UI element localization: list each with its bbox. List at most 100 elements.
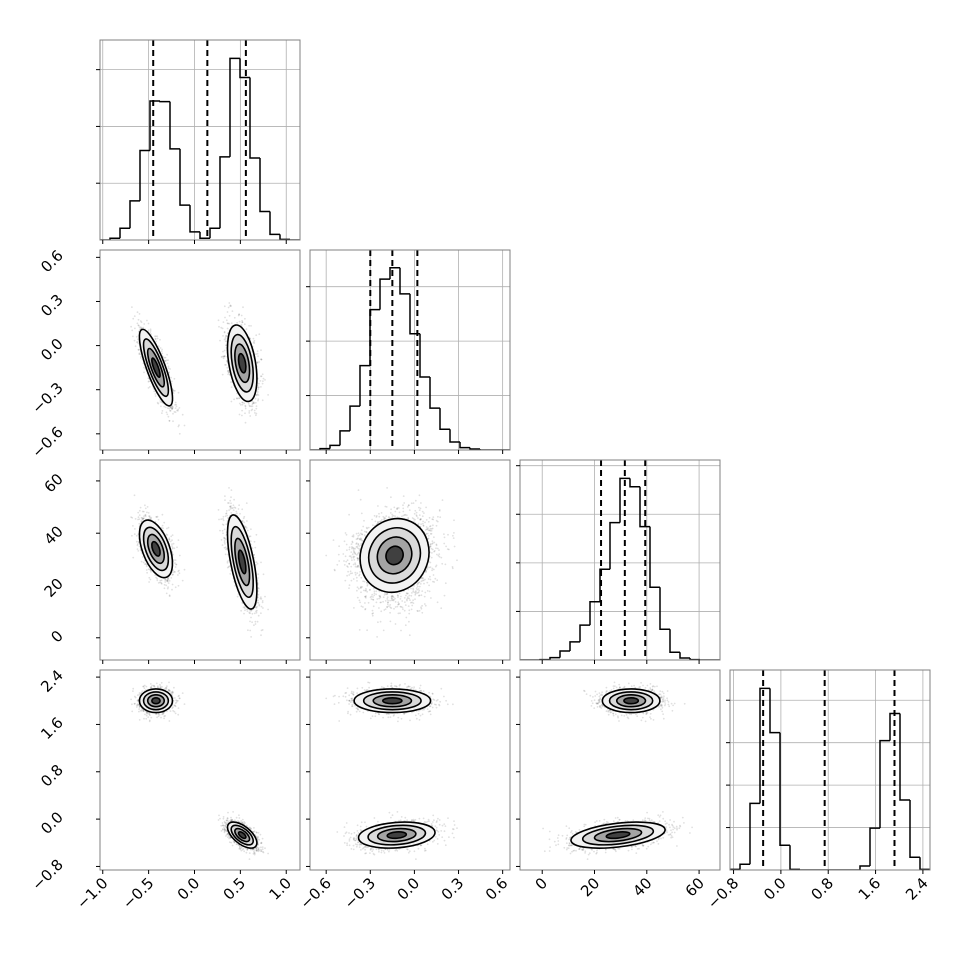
scatter-point: [255, 353, 257, 355]
scatter-point: [247, 402, 250, 405]
scatter-point: [160, 350, 163, 353]
scatter-point: [229, 304, 232, 307]
scatter-point: [229, 305, 232, 307]
scatter-point: [259, 380, 262, 382]
scatter-point: [174, 571, 176, 573]
scatter-point: [243, 323, 246, 326]
scatter-point: [150, 516, 153, 519]
scatter-point: [251, 405, 254, 408]
scatter-point: [137, 342, 140, 345]
histogram-bin: [369, 308, 380, 366]
histogram-bin: [439, 408, 450, 430]
scatter-point: [135, 341, 138, 344]
scatter-point: [160, 579, 163, 582]
scatter-point: [139, 353, 142, 356]
scatter-point: [241, 321, 244, 324]
contour-level: [237, 352, 247, 374]
scatter-point: [171, 406, 174, 409]
scatter-point: [172, 573, 175, 576]
histogram-bin: [389, 266, 400, 280]
scatter-point: [243, 402, 246, 405]
scatter-point: [257, 386, 260, 389]
scatter-point: [137, 338, 139, 341]
scatter-point: [138, 326, 141, 329]
scatter-point: [248, 324, 251, 327]
scatter-point: [256, 562, 259, 565]
scatter-point: [222, 515, 225, 518]
histogram-bin: [169, 101, 180, 150]
scatter-point: [146, 319, 148, 322]
scatter-point: [143, 366, 145, 369]
panel-1-0: −0.6−0.30.00.30.6: [28, 246, 301, 461]
scatter-point: [157, 582, 160, 584]
scatter-point: [220, 326, 223, 329]
scatter-point: [136, 543, 139, 545]
scatter-point: [178, 569, 180, 572]
y-tick-label: 0.6: [37, 246, 67, 276]
scatter-point: [168, 537, 171, 540]
scatter-point: [173, 390, 175, 392]
scatter-point: [254, 401, 257, 404]
scatter-point: [252, 401, 255, 404]
scatter-point: [140, 357, 142, 359]
scatter-point: [169, 409, 171, 412]
scatter-point: [226, 566, 229, 569]
scatter-point: [139, 326, 142, 329]
scatter-point: [154, 337, 157, 340]
panel-1-1: [306, 249, 511, 454]
scatter-point: [178, 407, 181, 409]
scatter-point: [172, 542, 175, 545]
scatter-point: [164, 581, 167, 583]
scatter-point: [160, 526, 163, 529]
scatter-point: [173, 377, 176, 380]
scatter-point: [260, 375, 262, 378]
scatter-point: [175, 405, 178, 408]
scatter-point: [223, 305, 226, 308]
scatter-point: [174, 389, 176, 392]
scatter-point: [155, 516, 158, 518]
scatter-point: [170, 577, 173, 579]
scatter-point: [177, 409, 179, 412]
scatter-point: [250, 409, 253, 412]
scatter-point: [131, 329, 134, 332]
scatter-point: [223, 349, 226, 352]
y-tick-label: 0.0: [37, 335, 67, 365]
scatter-point: [238, 313, 241, 316]
scatter-point: [244, 404, 247, 407]
scatter-point: [146, 571, 149, 574]
scatter-point: [242, 306, 244, 309]
scatter-point: [244, 412, 246, 415]
scatter-point: [169, 409, 172, 412]
scatter-point: [163, 521, 166, 524]
scatter-point: [156, 577, 159, 580]
scatter-point: [166, 580, 168, 583]
scatter-point: [183, 424, 186, 427]
scatter-point: [249, 620, 251, 623]
scatter-point: [154, 395, 157, 397]
scatter-point: [238, 413, 241, 416]
scatter-point: [258, 361, 261, 363]
scatter-point: [167, 580, 169, 583]
scatter-point: [171, 545, 173, 547]
scatter-point: [228, 302, 231, 304]
scatter-point: [244, 421, 247, 424]
scatter-point: [230, 400, 233, 403]
scatter-point: [164, 578, 167, 581]
scatter-point: [155, 340, 158, 343]
scatter-point: [264, 379, 266, 381]
scatter-point: [256, 361, 259, 363]
scatter-point: [178, 554, 181, 557]
scatter-point: [132, 335, 134, 338]
scatter-point: [143, 515, 145, 518]
scatter-point: [239, 512, 241, 515]
scatter-point: [170, 406, 173, 409]
scatter-point: [236, 595, 239, 598]
scatter-point: [176, 546, 178, 549]
scatter-point: [154, 393, 157, 395]
scatter-point: [171, 534, 174, 536]
scatter-point: [159, 347, 162, 349]
scatter-point: [156, 579, 159, 582]
scatter-point: [172, 412, 174, 415]
